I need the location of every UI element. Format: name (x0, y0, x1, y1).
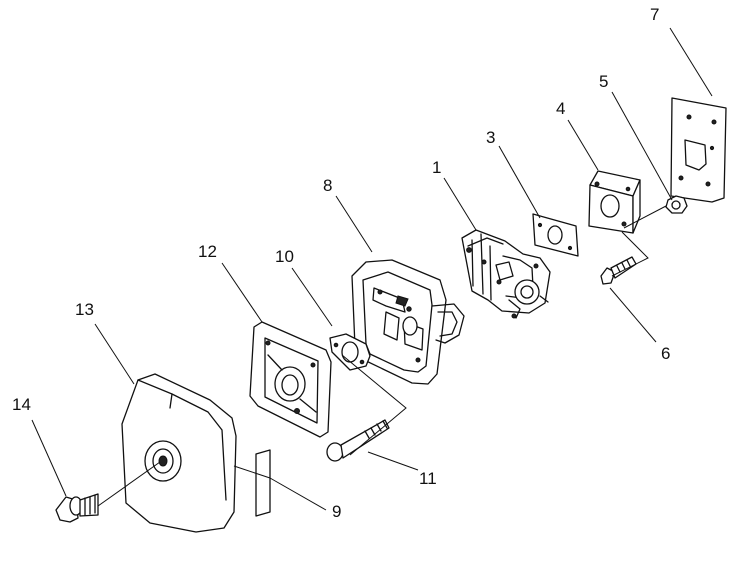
part-3-gasket (532, 213, 579, 257)
callout-3: 3 (486, 128, 496, 147)
part-12-filter-element (249, 321, 332, 438)
part-14-wing-bolt (55, 493, 99, 523)
part-1-carburetor (461, 229, 551, 319)
part-4-insulator-block (588, 170, 641, 234)
callout-11: 11 (419, 469, 437, 488)
callout-6: 6 (661, 344, 671, 363)
callout-5: 5 (599, 72, 609, 91)
part-7-gasket-plate (670, 97, 727, 203)
part-9-label (255, 449, 271, 517)
callout-8: 8 (323, 176, 333, 195)
part-10-gasket (329, 333, 371, 371)
part-8-filter-base (351, 259, 465, 385)
part-5-nut (665, 195, 688, 214)
part-13-filter-cover (121, 373, 237, 533)
part-6-screw (600, 256, 637, 285)
callout-12: 12 (198, 242, 217, 261)
leader-lines (31, 27, 713, 511)
callout-1: 1 (432, 158, 442, 177)
callout-10: 10 (275, 247, 294, 266)
callout-9: 9 (332, 502, 342, 521)
part-11-bolt (326, 419, 390, 462)
callout-4: 4 (556, 99, 566, 118)
callout-7: 7 (650, 5, 660, 24)
callout-14: 14 (12, 395, 31, 414)
callout-13: 13 (75, 300, 94, 319)
assembly-lines (97, 205, 667, 507)
